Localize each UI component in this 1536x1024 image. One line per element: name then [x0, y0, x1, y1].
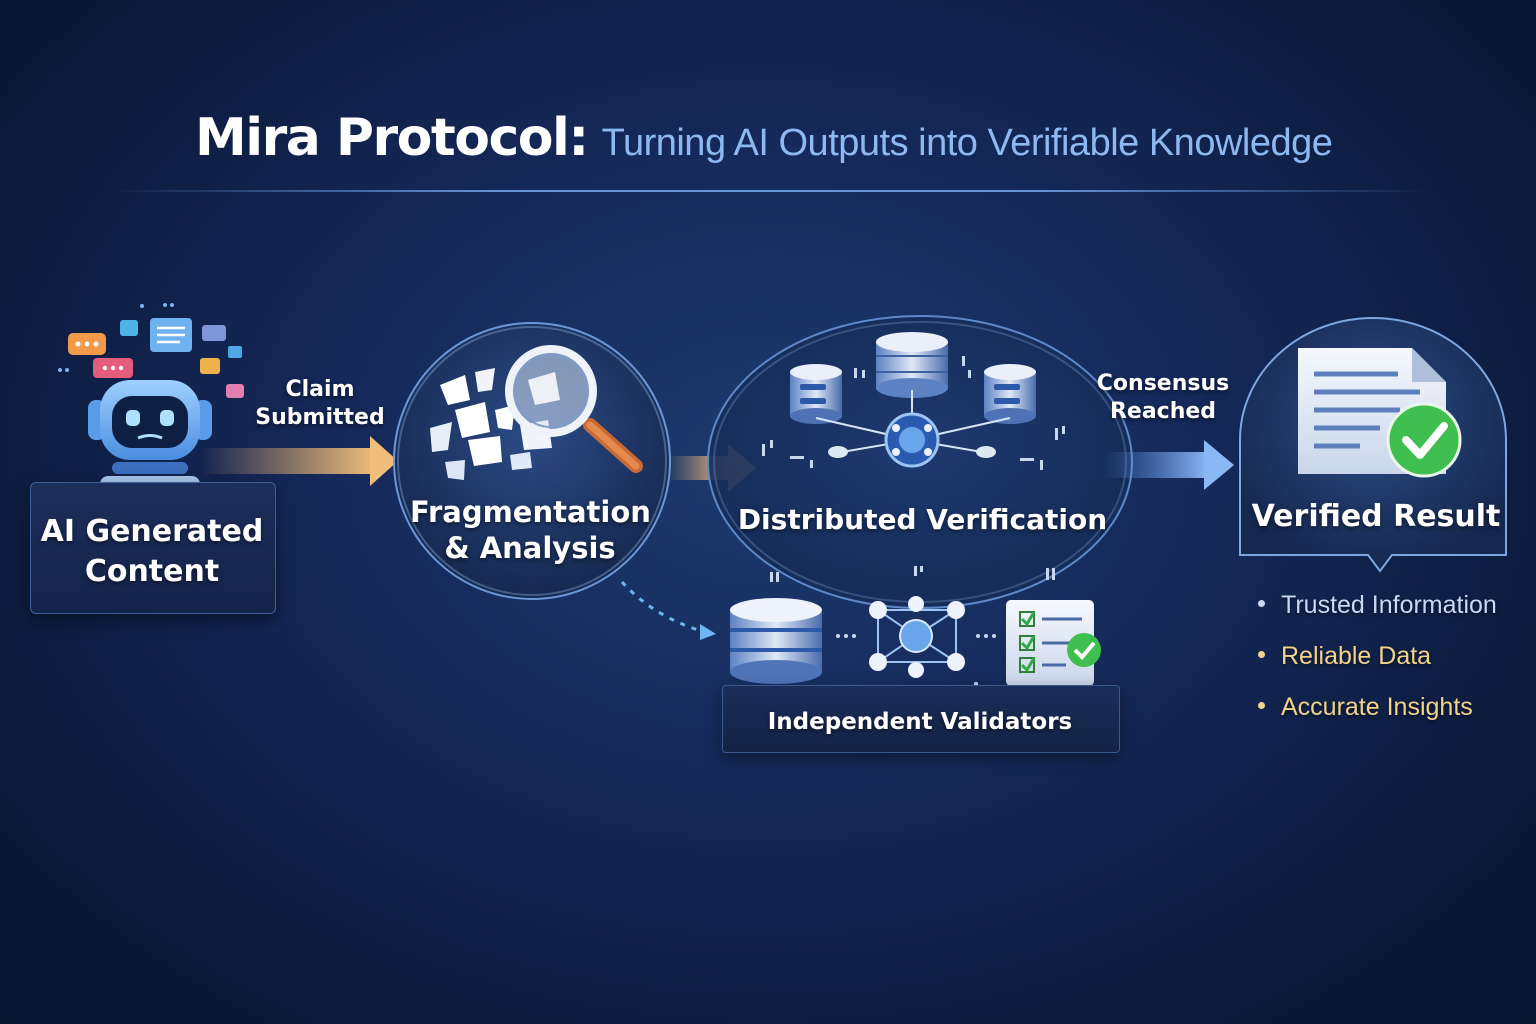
result-item: Accurate Insights [1258, 682, 1528, 733]
ai-content-label: AI Generated Content [30, 512, 274, 592]
bullet-dot [1258, 702, 1265, 709]
result-text: Accurate Insights [1281, 693, 1473, 721]
result-item: Reliable Data [1258, 631, 1528, 682]
consensus-label-line2: Reached [1088, 398, 1238, 426]
claim-label-line1: Claim [250, 376, 390, 404]
claim-submitted-label: Claim Submitted [250, 376, 390, 432]
consensus-label-line1: Consensus [1088, 370, 1238, 398]
bullet-dot [1258, 600, 1265, 607]
bullet-dot [1258, 651, 1265, 658]
result-list: Trusted Information Reliable Data Accura… [1258, 580, 1528, 733]
checklist-icon [1006, 600, 1101, 686]
result-item: Trusted Information [1258, 580, 1528, 631]
database-icon-top [876, 332, 948, 398]
consensus-reached-label: Consensus Reached [1088, 370, 1238, 426]
dotted-arrow [622, 582, 705, 632]
dotted-arrowhead [700, 624, 716, 640]
validators-database-icon [730, 598, 822, 684]
result-text: Trusted Information [1281, 591, 1497, 619]
verified-result-label: Verified Result [1245, 498, 1507, 536]
database-icon-left [790, 364, 842, 424]
validators-network-icon [869, 596, 965, 678]
claim-label-line2: Submitted [250, 404, 390, 432]
database-icon-right [984, 364, 1036, 424]
result-text: Reliable Data [1281, 642, 1431, 670]
checkmark-icon [1388, 404, 1460, 476]
fragmentation-label: Fragmentation & Analysis [410, 494, 650, 566]
distributed-verification-label: Distributed Verification [730, 502, 1115, 538]
claim-arrow [200, 436, 398, 486]
validators-label: Independent Validators [722, 707, 1118, 737]
